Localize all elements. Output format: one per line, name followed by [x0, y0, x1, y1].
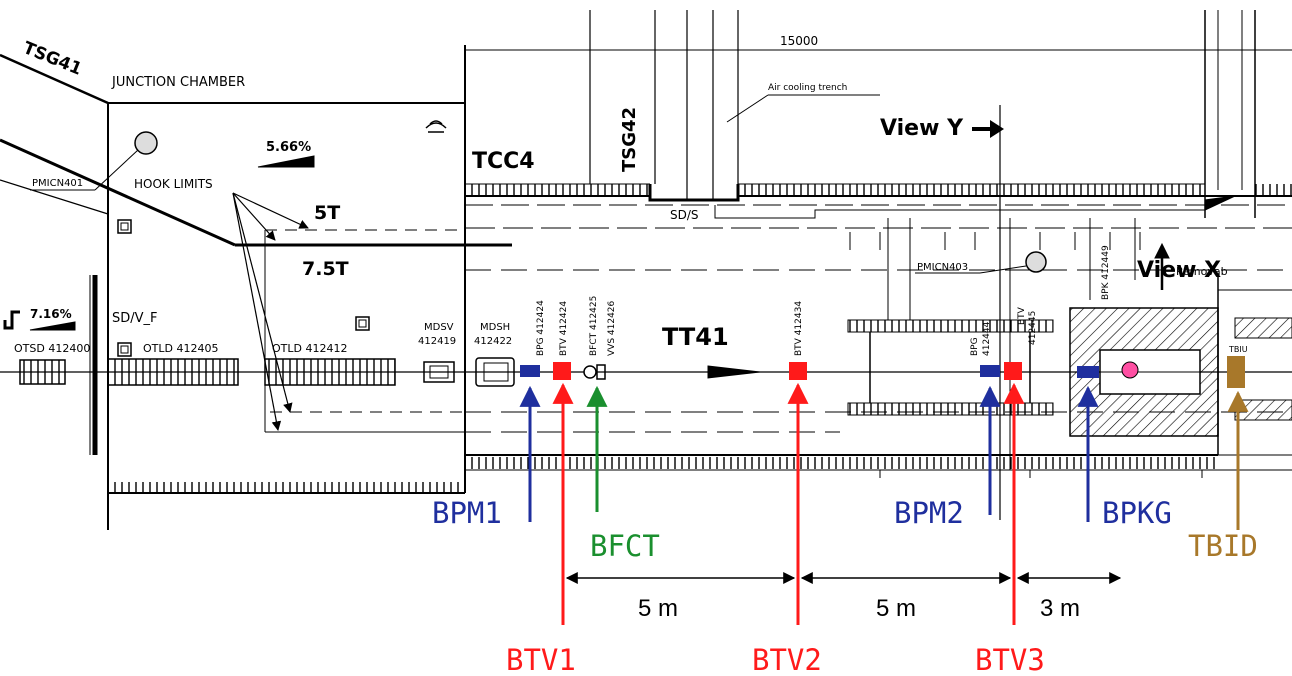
label-otsd: OTSD 412400 — [14, 342, 90, 355]
label-tcc4: TCC4 — [472, 149, 535, 174]
label-otld-412412: OTLD 412412 — [272, 342, 347, 355]
label-bpg-412424: BPG 412424 — [536, 300, 546, 356]
label-bpg-num: 412444 — [982, 321, 992, 356]
label-mdsh: MDSH — [480, 322, 510, 333]
callout-bpkg: BPKG — [1102, 496, 1172, 530]
label-btv-412434: BTV 412434 — [794, 301, 804, 356]
btv3-marker — [1004, 362, 1022, 380]
callout-arrows — [519, 382, 1249, 625]
tunnel-structure — [0, 10, 1292, 530]
label-junction-chamber: JUNCTION CHAMBER — [111, 75, 245, 90]
label-hook-limits: HOOK LIMITS — [134, 177, 213, 191]
label-bpk-412449: BPK 412449 — [1101, 245, 1111, 300]
instrument-markers — [520, 356, 1245, 388]
callout-labels: BPM1 BFCT BPM2 BPKG TBID BTV1 BTV2 BTV3 … — [432, 496, 1258, 676]
callout-bpm2: BPM2 — [894, 496, 964, 530]
label-view-y: View Y — [880, 116, 964, 141]
label-dim-15000: 15000 — [780, 34, 818, 48]
drawing-text: TSG41 JUNCTION CHAMBER 15000 Air cooling… — [14, 34, 1248, 356]
label-btv: BTV — [1017, 306, 1027, 325]
view-y-arrow-icon — [972, 120, 1004, 138]
label-air-cooling: Air cooling trench — [768, 83, 847, 93]
dimension-3m: 3 m — [1040, 595, 1080, 622]
dimension-5m-a: 5 m — [638, 595, 678, 622]
btv1-marker — [553, 362, 571, 380]
label-bfct-412425: BFCT 412425 — [589, 296, 599, 356]
label-mdsh-num: 412422 — [474, 336, 512, 347]
callout-bfct: BFCT — [590, 529, 660, 563]
label-btv-412424: BTV 412424 — [559, 301, 569, 356]
label-tt41: TT41 — [662, 323, 729, 351]
tbid-marker — [1227, 356, 1245, 388]
label-sd-s: SD/S — [670, 208, 699, 222]
callout-tbid: TBID — [1188, 529, 1258, 563]
callout-btv3: BTV3 — [975, 643, 1045, 676]
label-5t: 5T — [314, 202, 340, 224]
label-vvs-412426: VVS 412426 — [607, 300, 617, 356]
bpm2-marker — [980, 365, 1000, 377]
label-tsg41: TSG41 — [20, 38, 84, 80]
callout-btv2: BTV2 — [752, 643, 822, 676]
btv2-marker — [789, 362, 807, 380]
label-7-5t: 7.5T — [302, 258, 349, 280]
label-slope-716: 7.16% — [30, 307, 72, 321]
label-sd-v-f: SD/V_F — [112, 311, 158, 326]
label-tsg42: TSG42 — [619, 107, 640, 172]
label-btv-num: 412445 — [1028, 311, 1038, 345]
label-tbiu: TBIU — [1228, 345, 1248, 354]
callout-bpm1: BPM1 — [432, 496, 502, 530]
label-slope-566: 5.66% — [266, 140, 311, 155]
label-pmicn401: PMICN401 — [32, 178, 83, 189]
label-bpg: BPG — [970, 337, 980, 356]
label-removable: Removab — [1176, 265, 1228, 278]
label-mdsv-num: 412419 — [418, 336, 456, 347]
bpkg-pink-marker — [1121, 361, 1139, 379]
dimension-5m-b: 5 m — [876, 595, 916, 622]
label-view-x: View X — [1137, 258, 1221, 283]
label-pmicn403: PMICN403 — [917, 262, 968, 273]
callout-btv1: BTV1 — [506, 643, 576, 676]
bpm1-marker — [520, 365, 540, 377]
label-mdsv: MDSV — [424, 322, 454, 333]
bpkg-marker — [1077, 366, 1099, 378]
label-otld-412405: OTLD 412405 — [143, 342, 218, 355]
